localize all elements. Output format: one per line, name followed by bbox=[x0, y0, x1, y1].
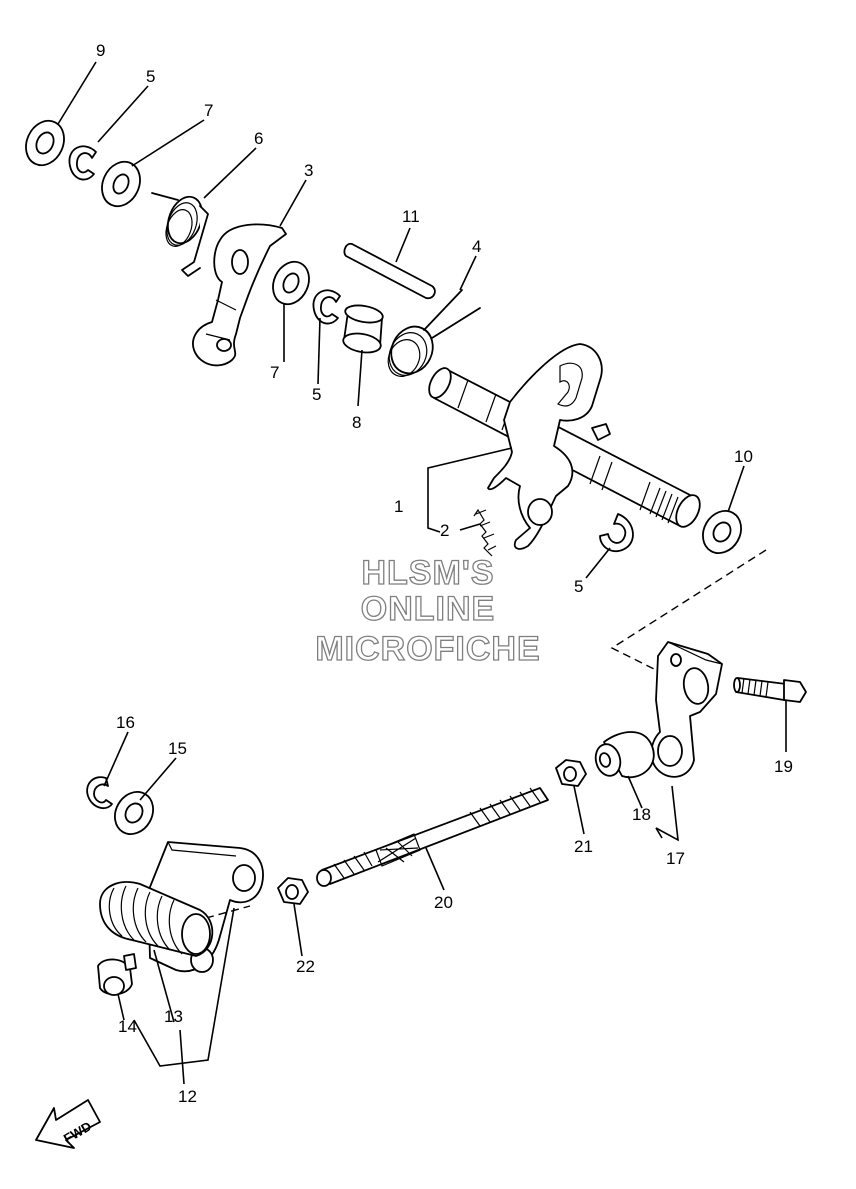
callout-5-top: 5 bbox=[146, 67, 155, 86]
callout-19: 19 bbox=[774, 757, 793, 776]
callout-7-mid: 7 bbox=[270, 363, 279, 382]
torsion-spring-part-6 bbox=[151, 192, 209, 277]
collar-part-8 bbox=[342, 304, 384, 354]
torsion-spring-part-4 bbox=[387, 289, 481, 377]
pin-part-11 bbox=[343, 242, 436, 300]
callout-15: 15 bbox=[168, 739, 187, 758]
shift-shaft-part-1 bbox=[428, 343, 701, 550]
callout-13: 13 bbox=[164, 1007, 183, 1026]
callout-5-lower: 5 bbox=[574, 577, 583, 596]
bolt-part-19 bbox=[733, 677, 807, 703]
callout-12: 12 bbox=[178, 1087, 197, 1106]
callout-4: 4 bbox=[472, 237, 481, 256]
nut-part-21 bbox=[555, 759, 587, 787]
circlip-part-5-mid bbox=[312, 289, 341, 325]
washer-part-7-mid bbox=[272, 260, 310, 306]
watermark-line-2: ONLINE bbox=[361, 590, 495, 628]
washer-part-9 bbox=[25, 119, 65, 167]
callout-14: 14 bbox=[118, 1017, 137, 1036]
callout-8: 8 bbox=[352, 413, 361, 432]
spring-part-2 bbox=[473, 508, 497, 557]
assembly-dashed-line bbox=[610, 549, 767, 673]
pedal-pin-part-14 bbox=[97, 953, 137, 996]
pedal-rubber-part-13 bbox=[99, 881, 214, 957]
watermark: HLSM'S ONLINE MICROFICHE bbox=[315, 553, 541, 668]
watermark-line-1: HLSM'S bbox=[361, 554, 494, 592]
shift-arm-part-17 bbox=[650, 641, 723, 778]
forward-arrow-icon: FWD bbox=[35, 1099, 101, 1149]
washer-part-7-top bbox=[101, 160, 141, 208]
callout-9: 9 bbox=[96, 41, 105, 60]
callout-16: 16 bbox=[116, 713, 135, 732]
callout-18: 18 bbox=[632, 805, 651, 824]
callout-22: 22 bbox=[296, 957, 315, 976]
callout-6: 6 bbox=[254, 129, 263, 148]
callout-10: 10 bbox=[734, 447, 753, 466]
leader-lines bbox=[57, 61, 787, 1085]
callout-7-top: 7 bbox=[204, 101, 213, 120]
nut-part-22 bbox=[277, 877, 309, 905]
callout-20: 20 bbox=[434, 893, 453, 912]
callout-17: 17 bbox=[666, 849, 685, 868]
callout-11: 11 bbox=[402, 207, 420, 226]
washer-part-10 bbox=[702, 510, 742, 554]
washer-part-15 bbox=[114, 791, 154, 835]
callout-5-mid: 5 bbox=[312, 385, 321, 404]
callout-1: 1 bbox=[394, 497, 403, 516]
circlip-part-5-lower bbox=[599, 513, 634, 553]
callout-21: 21 bbox=[574, 837, 593, 856]
rod-end-part-18 bbox=[594, 731, 655, 779]
shift-rod-part-20 bbox=[316, 787, 549, 887]
circlip-part-5-top bbox=[68, 145, 97, 181]
shift-arm-part-3 bbox=[192, 223, 287, 367]
watermark-line-3: MICROFICHE bbox=[315, 630, 540, 668]
callout-numbers: 9 5 7 6 3 11 4 7 5 8 10 1 2 5 16 15 19 1… bbox=[96, 41, 793, 1106]
circlip-part-16 bbox=[86, 776, 113, 810]
callout-2: 2 bbox=[440, 521, 449, 540]
callout-3: 3 bbox=[304, 161, 313, 180]
